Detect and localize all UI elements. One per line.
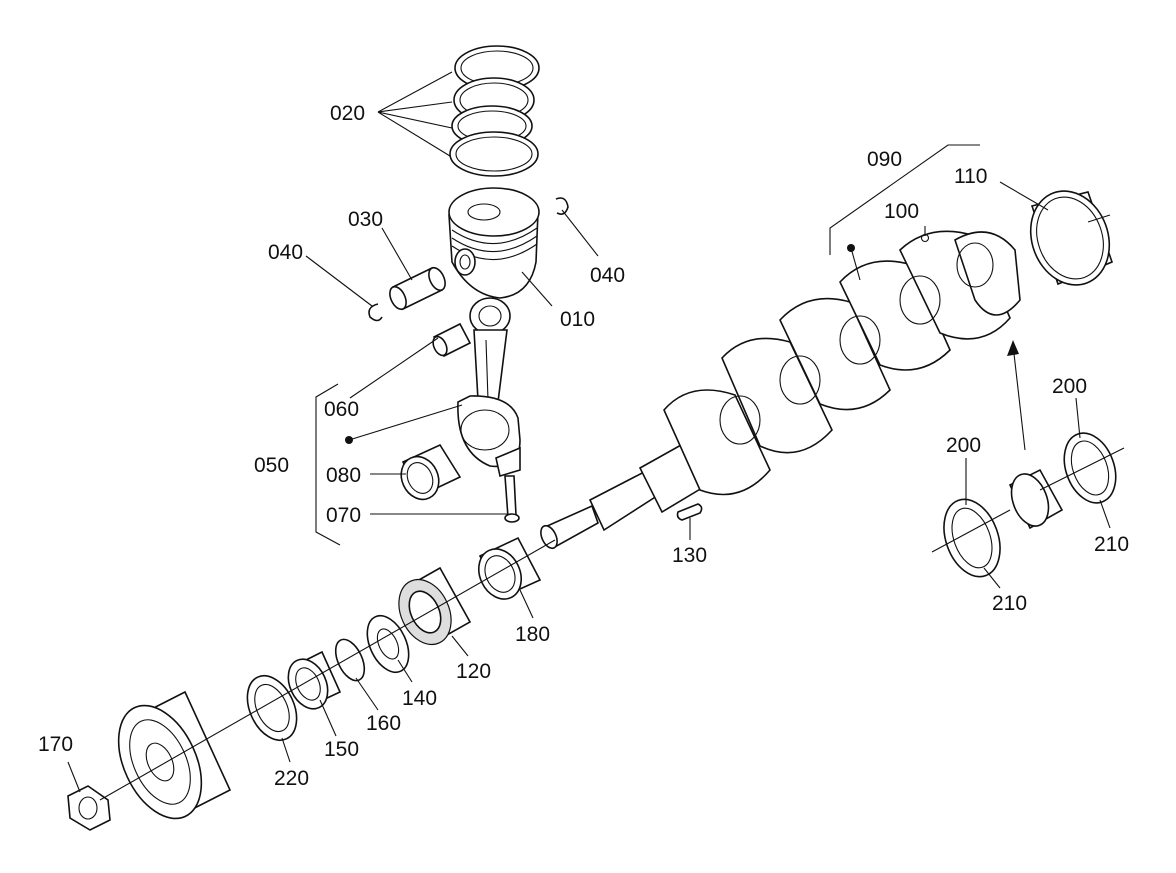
label-060: 060 [324, 398, 359, 421]
label-020: 020 [330, 102, 365, 125]
piston-pin [389, 266, 446, 311]
axis-line [99, 539, 556, 801]
label-030: 030 [348, 208, 383, 231]
label-210-right: 210 [1094, 533, 1129, 556]
label-180: 180 [515, 623, 550, 646]
rod-bolt [504, 475, 520, 523]
collar [287, 650, 342, 710]
circlip-left [368, 303, 383, 322]
crank-gear [398, 566, 472, 646]
label-090: 090 [867, 148, 902, 171]
label-200-right: 200 [1052, 375, 1087, 398]
pulley-nut [67, 785, 111, 831]
thrust-washer-right [1063, 432, 1117, 504]
assembly-arrow [1007, 340, 1026, 451]
connecting-rod [457, 297, 521, 478]
crankshaft [540, 230, 1021, 550]
bracket-050 [315, 383, 341, 546]
label-070: 070 [326, 504, 361, 527]
part-labels: 020 010 030 040 040 060 050 080 070 090 … [38, 102, 1129, 790]
label-210-left: 210 [992, 592, 1027, 615]
label-100: 100 [884, 200, 919, 223]
label-050: 050 [254, 454, 289, 477]
label-040-left: 040 [268, 241, 303, 264]
label-150: 150 [324, 738, 359, 761]
label-130: 130 [672, 544, 707, 567]
label-080: 080 [326, 464, 361, 487]
leader-lines [67, 71, 1111, 793]
crankpin-bearing [400, 443, 462, 501]
label-120: 120 [456, 660, 491, 683]
circlip-right [555, 197, 569, 215]
label-160: 160 [366, 712, 401, 735]
label-010: 010 [560, 308, 595, 331]
front-bushing [478, 536, 542, 600]
bracket-090 [829, 144, 980, 255]
label-200-left: 200 [946, 434, 981, 457]
small-end-bushing [432, 322, 472, 358]
piston [448, 187, 540, 299]
label-140: 140 [402, 687, 437, 710]
label-040-right: 040 [590, 264, 625, 287]
o-ring [334, 638, 366, 682]
main-bearing-sleeve [1029, 190, 1114, 286]
label-110: 110 [954, 165, 987, 188]
label-220: 220 [274, 767, 309, 790]
label-170: 170 [38, 733, 73, 756]
oil-seal [246, 675, 298, 741]
thrust-washer-left [943, 498, 1001, 578]
piston-rings [449, 45, 540, 177]
key [676, 503, 703, 521]
crank-pulley [117, 690, 232, 820]
main-bearing [1008, 468, 1064, 530]
